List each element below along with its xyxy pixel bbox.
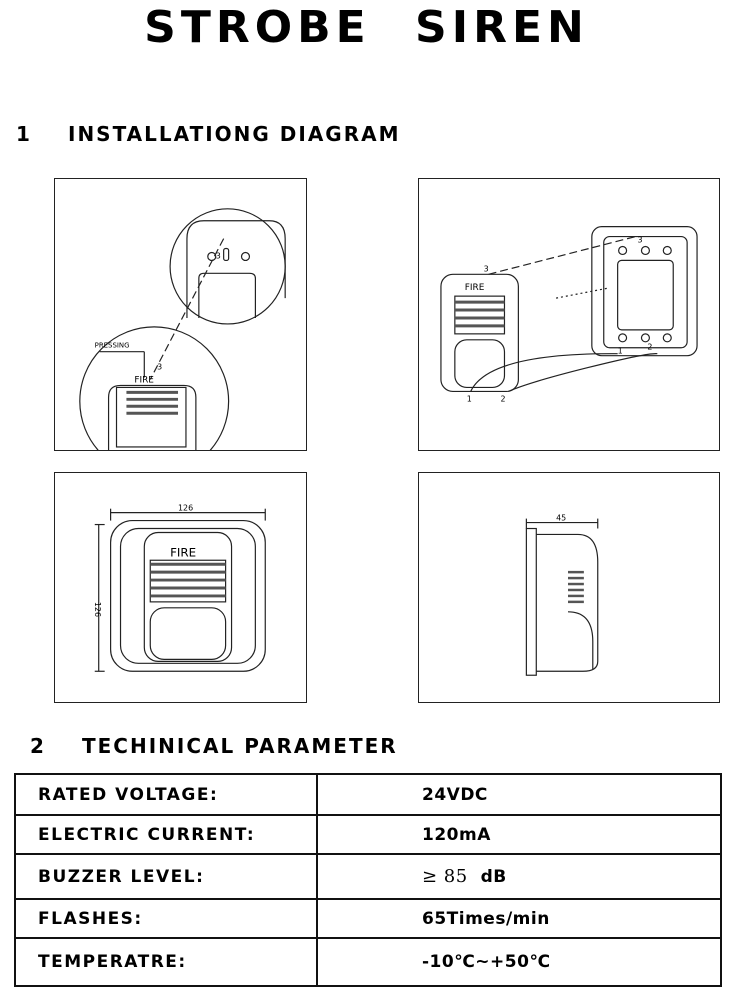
diagram-front-dimensions: 126 126 FIRE bbox=[54, 472, 307, 703]
param-label: FLASHES: bbox=[14, 898, 318, 939]
diagram-mounting: 3 3 FIRE 1 2 1 2 bbox=[418, 178, 720, 451]
section-number: 1 bbox=[16, 122, 32, 146]
diagram-side-dimensions: 45 bbox=[418, 472, 720, 703]
terminal-3-label: 3 bbox=[216, 251, 221, 260]
width-dimension: 126 bbox=[178, 504, 193, 513]
table-row: FLASHES: 65Times/min bbox=[14, 898, 722, 939]
section-number: 2 bbox=[30, 734, 46, 758]
param-value-unit: dB bbox=[480, 867, 507, 887]
depth-dimension: 45 bbox=[556, 514, 566, 523]
terminal-3-label: 3 bbox=[157, 363, 162, 372]
fire-label: FIRE bbox=[134, 375, 154, 385]
terminal-3-label: 3 bbox=[484, 264, 489, 273]
section-heading-parameters: 2 TECHINICAL PARAMETER bbox=[30, 734, 398, 758]
param-value: 120mA bbox=[316, 814, 722, 855]
section-title: INSTALLATIONG DIAGRAM bbox=[68, 122, 401, 146]
diagram-pressing-detail: PRESSING FIRE 3 3 bbox=[54, 178, 307, 451]
param-value: 24VDC bbox=[316, 773, 722, 816]
param-label: BUZZER LEVEL: bbox=[14, 853, 318, 900]
param-value-prefix: ≥ 85 bbox=[422, 866, 468, 887]
pressing-label: PRESSING bbox=[95, 342, 130, 350]
param-value: ≥ 85 dB bbox=[316, 853, 722, 900]
param-label: ELECTRIC CURRENT: bbox=[14, 814, 318, 855]
table-row: TEMPERATRE: -10℃~+50℃ bbox=[14, 937, 722, 987]
height-dimension: 126 bbox=[93, 602, 102, 617]
table-row: ELECTRIC CURRENT: 120mA bbox=[14, 814, 722, 855]
fire-label: FIRE bbox=[170, 545, 196, 559]
parameter-table: RATED VOLTAGE: 24VDC ELECTRIC CURRENT: 1… bbox=[14, 773, 722, 987]
table-row: RATED VOLTAGE: 24VDC bbox=[14, 773, 722, 816]
document-title: STROBE SIREN bbox=[144, 2, 589, 53]
param-label: TEMPERATRE: bbox=[14, 937, 318, 987]
section-heading-installation: 1 INSTALLATIONG DIAGRAM bbox=[16, 122, 401, 146]
param-value: -10℃~+50℃ bbox=[316, 937, 722, 987]
terminal-1-label: 1 bbox=[467, 394, 472, 403]
terminal-3-label: 3 bbox=[637, 236, 642, 245]
terminal-2-label: 2 bbox=[647, 343, 652, 352]
section-title: TECHINICAL PARAMETER bbox=[82, 734, 398, 758]
fire-label: FIRE bbox=[465, 283, 485, 293]
param-value: 65Times/min bbox=[316, 898, 722, 939]
param-label: RATED VOLTAGE: bbox=[14, 773, 318, 816]
terminal-1-label: 1 bbox=[618, 347, 623, 356]
terminal-2-label: 2 bbox=[501, 394, 506, 403]
table-row: BUZZER LEVEL: ≥ 85 dB bbox=[14, 853, 722, 900]
